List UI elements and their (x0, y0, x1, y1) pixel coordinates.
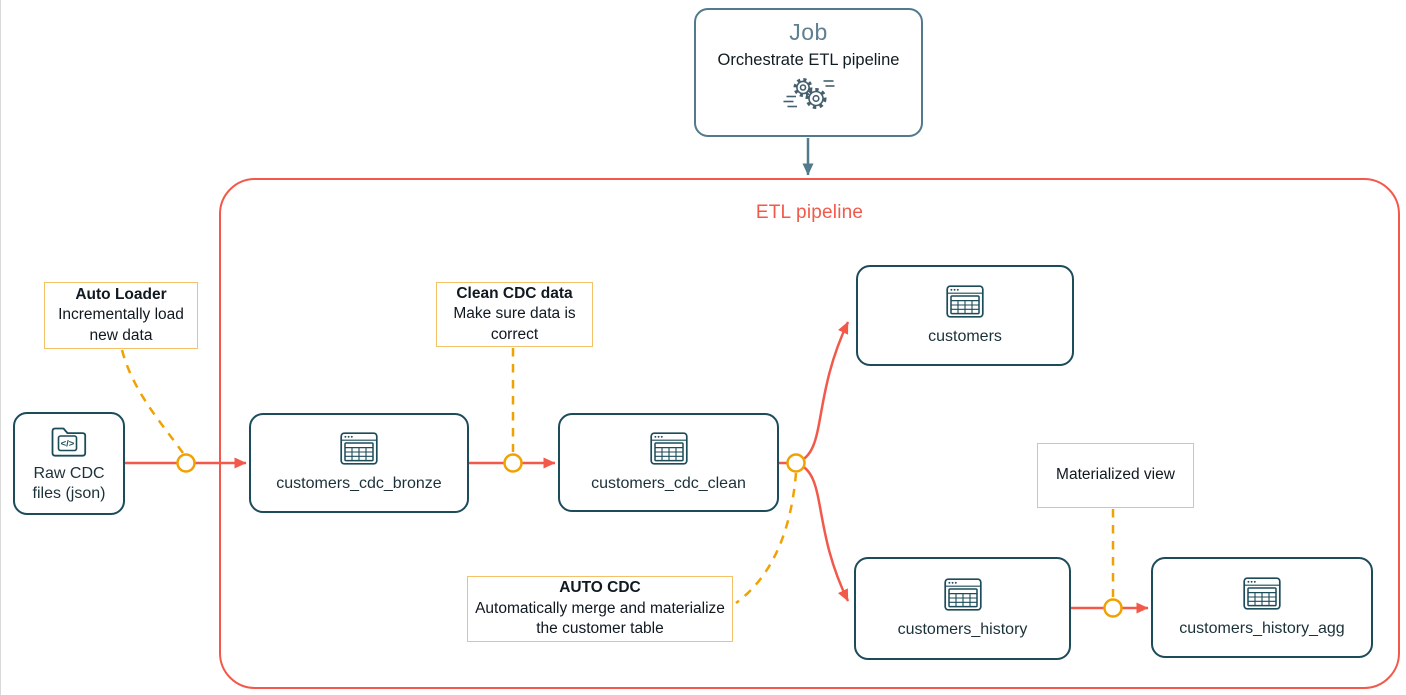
job-title: Job (789, 19, 828, 45)
table-icon (946, 285, 984, 318)
node-raw-cdc-files: Raw CDC files (json) (13, 412, 125, 515)
annotation-body: Automatically merge and materialize the … (475, 599, 725, 638)
annotation-body: Make sure data is correct (453, 305, 576, 343)
annotation-body: Incrementally load new data (58, 306, 184, 344)
table-icon (944, 578, 982, 611)
node-customers-history: customers_history (854, 557, 1071, 660)
annotation-auto-cdc: AUTO CDC Automatically merge and materia… (467, 576, 733, 642)
node-label: customers_history (897, 620, 1028, 638)
node-customers-cdc-clean: customers_cdc_clean (558, 413, 779, 512)
etl-pipeline-container: ETL pipeline (219, 178, 1400, 689)
node-label: customers_history_agg (1179, 619, 1345, 637)
annotation-auto-loader: Auto Loader Incrementally load new data (44, 282, 198, 349)
table-icon (340, 432, 378, 465)
job-subtitle: Orchestrate ETL pipeline (717, 50, 900, 69)
dash-auto-loader (120, 349, 185, 454)
annotation-clean-cdc-data: Clean CDC data Make sure data is correct (436, 282, 593, 347)
gears-icon (783, 76, 835, 112)
node-label: customers_cdc_bronze (276, 475, 442, 492)
folder-code-icon (49, 424, 89, 458)
annotation-title: Clean CDC data (456, 284, 573, 302)
annotation-title: Auto Loader (75, 285, 167, 303)
annotation-materialized-view: Materialized view (1037, 443, 1194, 508)
node-customers-history-agg: customers_history_agg (1151, 557, 1373, 658)
table-icon (1243, 577, 1281, 610)
node-customers-cdc-bronze: customers_cdc_bronze (249, 413, 469, 513)
annotation-title: AUTO CDC (559, 579, 641, 597)
node-customers: customers (856, 265, 1074, 366)
annotation-body: Materialized view (1056, 466, 1175, 484)
node-label: Raw CDC files (json) (32, 464, 106, 502)
node-label: customers (928, 327, 1002, 345)
job-card: Job Orchestrate ETL pipeline (694, 8, 923, 137)
node-label: customers_cdc_clean (591, 474, 746, 492)
junction-auto-loader (176, 453, 196, 473)
etl-pipeline-title: ETL pipeline (755, 202, 864, 223)
table-icon (650, 432, 688, 465)
